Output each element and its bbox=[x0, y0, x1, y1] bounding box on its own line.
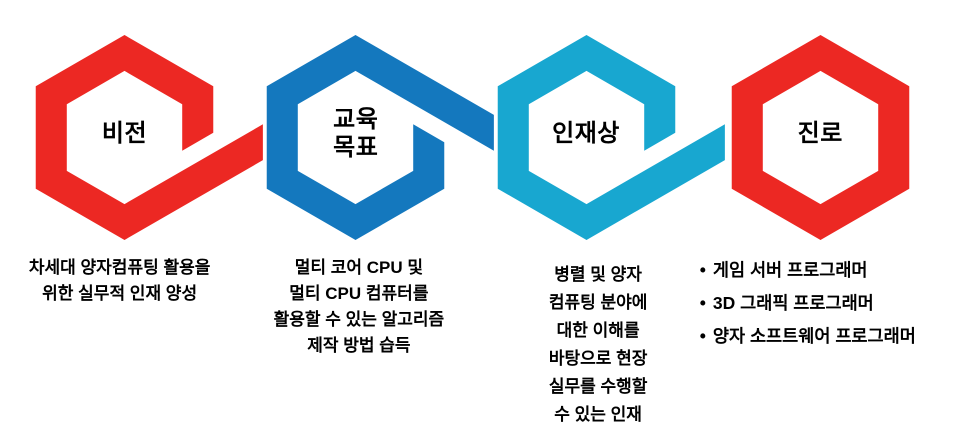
section-career-path: 진로 • 게임 서버 프로그래머 • 3D 그래픽 프로그래머 • 양자 소프트웨어 프로… bbox=[700, 35, 957, 429]
bullet-icon: • bbox=[699, 293, 706, 313]
vision-title: 비전 bbox=[22, 35, 227, 240]
text-line: 교육 bbox=[333, 105, 379, 133]
closed-hexagon-ring-icon bbox=[731, 35, 910, 240]
text-line: 위한 실무적 인재 양성 bbox=[42, 284, 198, 303]
text-line: • 게임 서버 프로그래머 bbox=[700, 257, 957, 283]
bullet-item-label: 게임 서버 프로그래머 bbox=[712, 260, 868, 280]
vision-hex-area: 비전 bbox=[0, 35, 263, 240]
talent-profile-title: 인재상 bbox=[484, 35, 689, 240]
text-line: 수 있는 인재 bbox=[554, 405, 642, 424]
open-hexagon-tail-bottom-icon bbox=[35, 35, 263, 240]
text-line: 활용할 수 있는 알고리즘 bbox=[273, 310, 445, 329]
text-line: 차세대 양자컴퓨팅 활용을 bbox=[28, 258, 211, 277]
career-path-list: • 게임 서버 프로그래머 • 3D 그래픽 프로그래머 • 양자 소프트웨어 프로그래머 bbox=[700, 257, 957, 349]
text-line: 목표 bbox=[333, 133, 379, 161]
text-line: • 양자 소프트웨어 프로그래머 bbox=[700, 323, 957, 349]
text-line: 멀티 CPU 컴퓨터를 bbox=[289, 284, 429, 303]
bullet-item-label: 양자 소프트웨어 프로그래머 bbox=[712, 326, 916, 346]
text-line: 진로 bbox=[797, 119, 843, 147]
open-hexagon-tail-top-icon bbox=[266, 35, 495, 240]
text-line: 병렬 및 양자 bbox=[554, 265, 642, 284]
text-line: 멀티 코어 CPU 및 bbox=[294, 258, 423, 277]
text-line: • 3D 그래픽 프로그래머 bbox=[700, 290, 957, 316]
bullet-icon: • bbox=[699, 326, 706, 346]
talent-profile-hex-area: 인재상 bbox=[479, 35, 725, 240]
career-path-hexagon-shape bbox=[731, 35, 910, 240]
text-line: 컴퓨팅 분야에 bbox=[548, 293, 648, 312]
open-hexagon-tail-bottom-icon bbox=[497, 35, 725, 240]
career-path-title: 진로 bbox=[718, 35, 923, 240]
education-goal-hexagon-shape bbox=[266, 35, 495, 240]
text-line: 제작 방법 습득 bbox=[307, 336, 411, 355]
text-line: 바탕으로 현장 bbox=[548, 349, 648, 368]
text-line: 비전 bbox=[101, 119, 148, 147]
vision-hexagon-shape bbox=[35, 35, 263, 240]
bullet-item-label: 3D 그래픽 프로그래머 bbox=[712, 293, 874, 313]
text-line: 대한 이해를 bbox=[556, 321, 640, 340]
talent-profile-hexagon-shape bbox=[497, 35, 725, 240]
bullet-icon: • bbox=[699, 260, 706, 280]
text-line: 인재상 bbox=[552, 119, 620, 147]
text-line: 실무를 수행할 bbox=[548, 377, 648, 396]
career-path-hex-area: 진로 bbox=[718, 35, 957, 240]
